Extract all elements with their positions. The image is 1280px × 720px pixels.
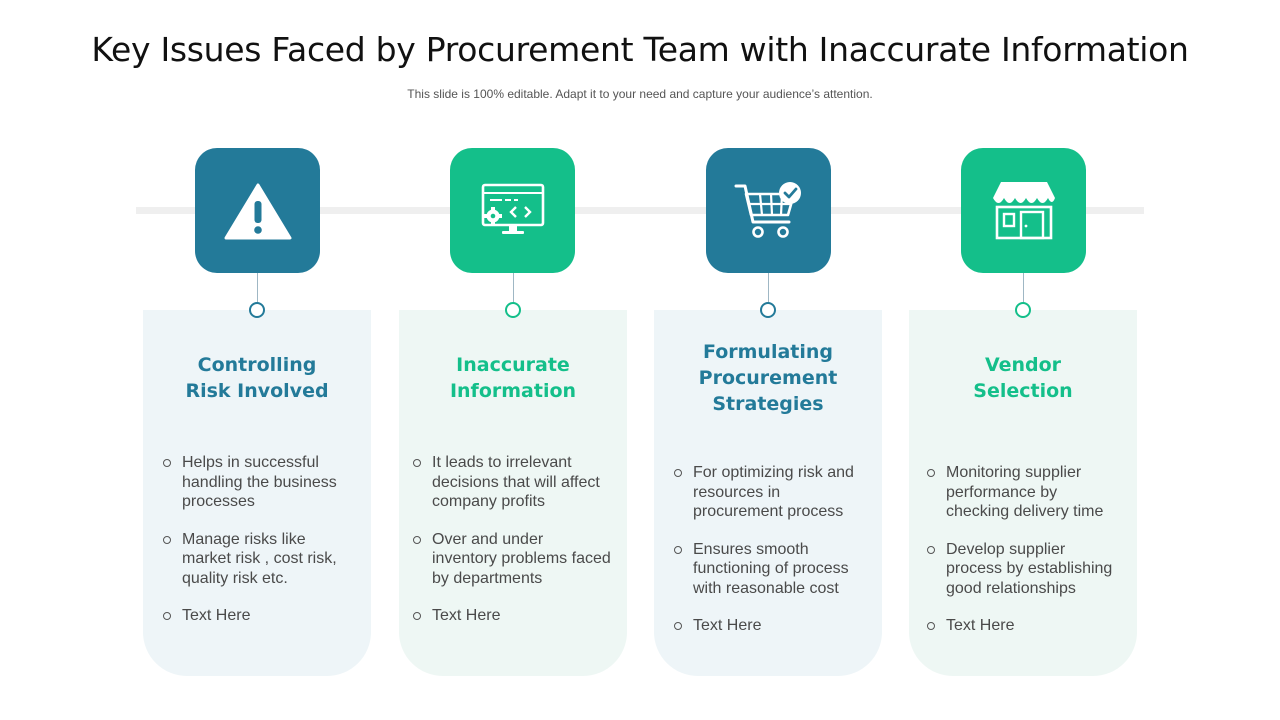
bullet-item: Text Here xyxy=(927,616,1135,636)
issue-heading: Controlling Risk Involved xyxy=(185,354,329,402)
issue-heading: Inaccurate Information xyxy=(449,354,577,402)
issue-column-risk: Controlling Risk Involved Helps in succe… xyxy=(143,0,371,720)
issue-heading: Vendor Selection xyxy=(973,354,1073,402)
issue-card xyxy=(143,310,371,676)
shopping-cart-check-icon xyxy=(734,181,801,238)
connector-line xyxy=(513,273,514,303)
page-title: Key Issues Faced by Procurement Team wit… xyxy=(91,30,1189,69)
connector-dot xyxy=(505,302,521,318)
icon-tile xyxy=(706,148,831,273)
computer-code-icon xyxy=(481,183,544,234)
connector-line xyxy=(768,273,769,303)
connector-dot xyxy=(249,302,265,318)
icon-tile xyxy=(450,148,575,273)
issue-column-strategies: Formulating Procurement Strategies For o… xyxy=(654,0,882,720)
issue-heading: Formulating Procurement Strategies xyxy=(698,341,838,415)
warning-icon xyxy=(224,183,291,239)
issue-card xyxy=(654,310,882,676)
page-subtitle: This slide is 100% editable. Adapt it to… xyxy=(407,87,873,101)
timeline-line xyxy=(136,207,1144,214)
bullet-item: Text Here xyxy=(163,606,363,626)
connector-line xyxy=(1023,273,1024,303)
bullet-item: Text Here xyxy=(674,616,879,636)
connector-dot xyxy=(760,302,776,318)
icon-tile xyxy=(961,148,1086,273)
issue-card xyxy=(399,310,627,676)
bullet-item: Text Here xyxy=(413,606,623,626)
storefront-icon xyxy=(992,181,1055,239)
icon-tile xyxy=(195,148,320,273)
connector-dot xyxy=(1015,302,1031,318)
connector-line xyxy=(257,273,258,303)
issue-card xyxy=(909,310,1137,676)
issue-column-information: Inaccurate Information It leads to irrel… xyxy=(399,0,627,720)
